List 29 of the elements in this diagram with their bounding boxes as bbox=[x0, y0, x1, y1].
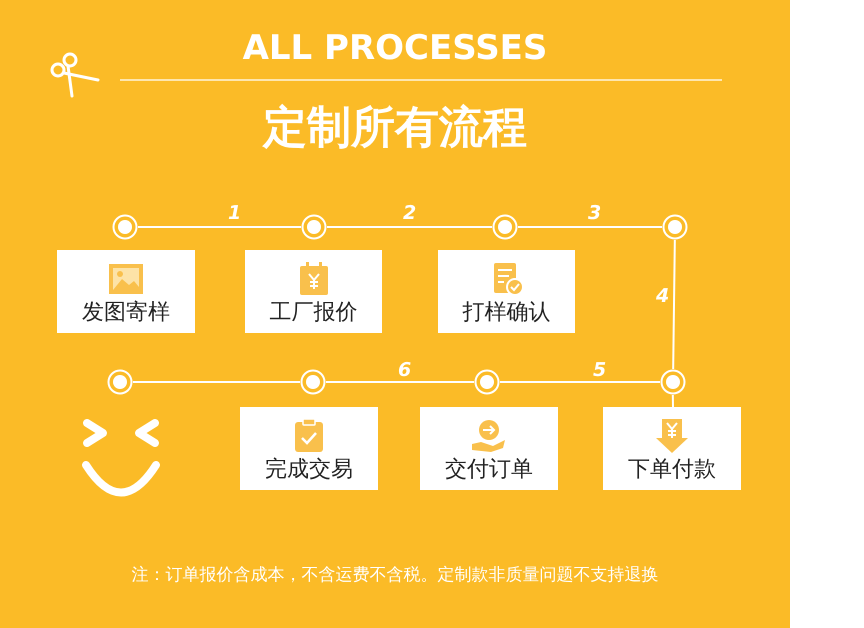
edge-label: 3 bbox=[588, 203, 602, 223]
step-label: 打样确认 bbox=[462, 299, 550, 327]
connector-line bbox=[327, 226, 492, 228]
heading-text: ALL PROCESSES bbox=[242, 28, 548, 68]
connector-line bbox=[518, 226, 662, 228]
connector-line bbox=[326, 381, 474, 383]
step-label: 工厂报价 bbox=[270, 299, 358, 327]
step-label: 完成交易 bbox=[265, 456, 353, 484]
step-card bbox=[57, 250, 195, 333]
connector-line bbox=[133, 381, 300, 383]
step-card bbox=[420, 407, 558, 490]
connector-line bbox=[672, 394, 674, 408]
step-label: 发图寄样 bbox=[82, 299, 170, 327]
edge-label: 4 bbox=[656, 286, 670, 306]
connector-line bbox=[138, 226, 301, 228]
edge-label: 6 bbox=[398, 360, 412, 380]
edge-label: 1 bbox=[228, 203, 242, 223]
connector-line bbox=[672, 240, 676, 370]
step-card bbox=[603, 407, 741, 490]
connector-line bbox=[500, 381, 660, 383]
step-card bbox=[240, 407, 378, 490]
title-text: 定制所有流程 bbox=[261, 101, 528, 155]
step-card bbox=[438, 250, 575, 333]
step-label: 交付订单 bbox=[445, 456, 533, 484]
footnote-text: 注：订单报价含成本，不含运费不含税。定制款非质量问题不支持退换 bbox=[130, 564, 660, 586]
edge-label: 5 bbox=[593, 360, 606, 380]
step-card bbox=[245, 250, 382, 333]
edge-label: 2 bbox=[403, 203, 416, 223]
step-label: 下单付款 bbox=[628, 456, 716, 484]
